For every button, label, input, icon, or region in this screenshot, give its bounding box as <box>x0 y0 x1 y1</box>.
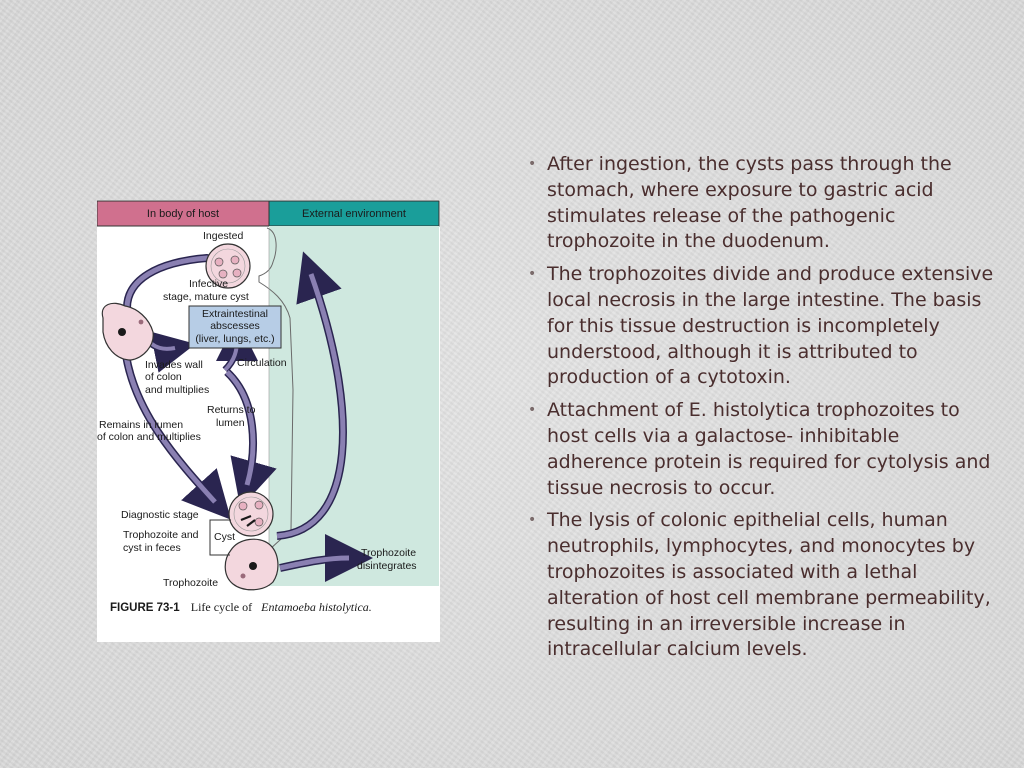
label-disintegrates-1: Trophozoite <box>361 547 416 559</box>
label-diagnostic: Diagnostic stage <box>121 509 199 521</box>
caption-text: Life cycle of <box>191 600 252 614</box>
feces-bracket <box>209 519 231 556</box>
bullet-item: • The lysis of colonic epithelial cells, … <box>526 508 996 663</box>
abscess-box <box>188 305 282 349</box>
label-invades-2: of colon <box>145 371 182 383</box>
label-remains-1: Remains in lumen <box>99 419 183 431</box>
label-invades-3: and multiplies <box>145 384 209 396</box>
bullet-text: After ingestion, the cysts pass through … <box>547 153 952 253</box>
arrow-ingested-to-gut-fill <box>124 255 210 311</box>
human-silhouette <box>258 227 294 586</box>
bullet-text: The lysis of colonic epithelial cells, h… <box>547 509 991 661</box>
label-troph-feces-2: cyst in feces <box>123 542 181 554</box>
label-abscess-1: Extraintestinal <box>202 308 268 320</box>
life-cycle-diagram: In body of host External environment <box>97 200 440 615</box>
label-disintegrates-2: disintegrates <box>357 560 417 572</box>
environment-header-label: External environment <box>302 208 406 220</box>
bullet-dot-icon: • <box>528 156 537 172</box>
label-infective-1: Infective <box>189 278 228 290</box>
label-abscess-3: (liver, lungs, etc.) <box>195 333 274 345</box>
bullet-text: Attachment of E. histolytica trophozoite… <box>547 399 991 499</box>
label-abscess-2: abscesses <box>210 320 260 332</box>
label-trophozoite: Trophozoite <box>163 577 218 589</box>
label-returns-2: lumen <box>216 417 245 429</box>
environment-header <box>268 200 440 227</box>
arrow-remains-in-lumen-fill <box>122 347 217 504</box>
arrow-returns-to-lumen-fill <box>225 370 256 486</box>
figure-caption: FIGURE 73-1 Life cycle of Entamoeba hist… <box>110 596 372 615</box>
feces-trophozoite <box>224 538 279 591</box>
bullet-list: • After ingestion, the cysts pass through… <box>526 152 996 670</box>
label-invades-1: Invades wall <box>145 359 203 371</box>
caption-label: FIGURE 73-1 <box>110 602 180 614</box>
ingested-cyst <box>205 243 251 289</box>
arrow-cyst-to-environment-fill <box>276 273 346 539</box>
invading-trophozoite <box>101 302 154 361</box>
label-remains-2: of colon and multiplies <box>97 431 201 443</box>
bullet-item: • The trophozoites divide and produce ext… <box>526 262 996 391</box>
bullet-dot-icon: • <box>528 402 537 419</box>
bullet-dot-icon: • <box>528 512 537 529</box>
label-infective-2: stage, mature cyst <box>163 291 249 303</box>
life-cycle-figure: In body of host External environment <box>97 200 440 642</box>
caption-species: Entamoeba histolytica. <box>260 600 372 614</box>
label-ingested: Ingested <box>203 230 243 242</box>
bullet-text: The trophozoites divide and produce exte… <box>547 263 994 389</box>
arrow-trophozoite-disintegrates-fill <box>279 555 350 571</box>
label-cyst: Cyst <box>214 531 235 543</box>
bullet-item: • After ingestion, the cysts pass through… <box>526 152 996 255</box>
bullet-item: • Attachment of E. histolytica trophozoit… <box>526 398 996 501</box>
label-troph-feces-1: Trophozoite and <box>123 529 199 541</box>
host-header-label: In body of host <box>147 208 219 220</box>
label-returns-1: Returns to <box>207 404 256 416</box>
diagnostic-cyst <box>228 491 274 537</box>
label-circulation: Circulation <box>237 357 287 369</box>
bullet-dot-icon: • <box>528 266 537 283</box>
